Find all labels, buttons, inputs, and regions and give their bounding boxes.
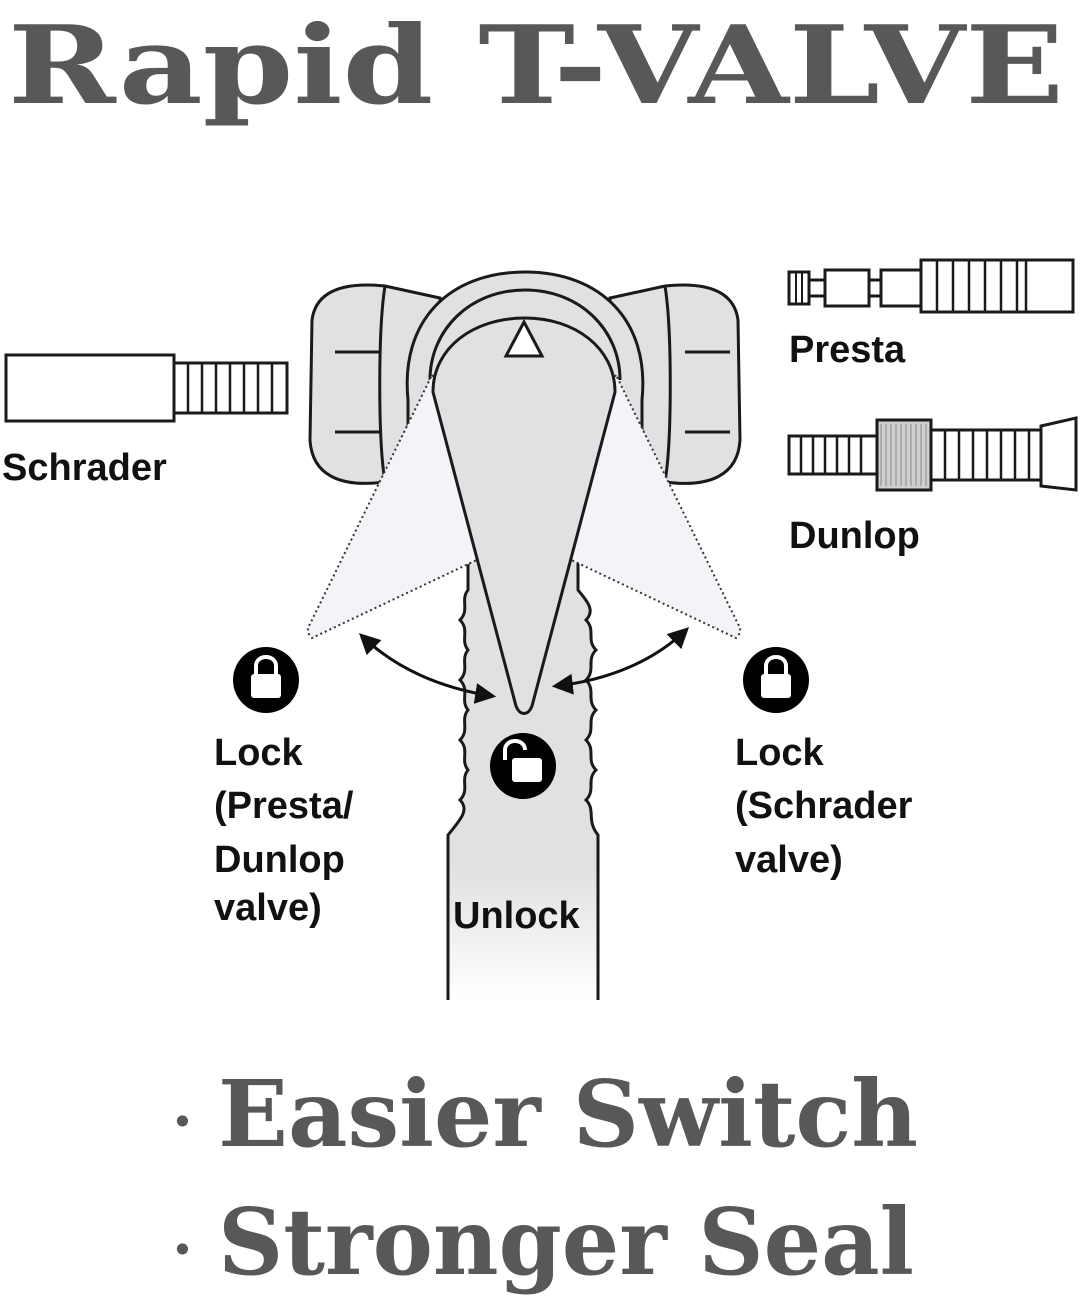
bullet-mark: ·	[172, 1087, 193, 1157]
dunlop-valve-illustration	[787, 416, 1078, 492]
lock-right-line: Lock	[735, 732, 825, 774]
presta-valve-illustration	[787, 258, 1075, 314]
lever-handle	[431, 316, 617, 715]
left-rotation-arrow	[358, 633, 497, 704]
lock-left-line: Dunlop	[214, 839, 345, 881]
bullet-mark: ·	[172, 1215, 193, 1285]
unlock-label: Unlock	[453, 895, 581, 937]
feature-list: · Easier Switch · Stronger Seal	[172, 1060, 918, 1296]
unlock-icon	[490, 733, 556, 799]
ghost-lever-left	[306, 373, 542, 640]
title: Rapid T-VALVE	[8, 3, 1064, 129]
dunlop-label: Dunlop	[789, 515, 920, 557]
ghost-lever-right	[506, 373, 742, 640]
lock-left-line: valve)	[214, 887, 322, 929]
lock-icon	[233, 647, 299, 713]
triangle-marker-icon	[503, 318, 545, 358]
lock-right-line: valve)	[735, 839, 843, 881]
lock-right-label: Lock (Schrader valve)	[735, 732, 913, 881]
feature-item: Stronger Seal	[218, 1188, 914, 1296]
lock-right-line: (Schrader	[735, 785, 913, 827]
lock-icon	[743, 647, 809, 713]
feature-item: Easier Switch	[218, 1060, 918, 1168]
lock-left-line: Lock	[214, 732, 304, 774]
lock-left-label: Lock (Presta/ Dunlop valve)	[214, 732, 354, 929]
presta-label: Presta	[789, 329, 906, 371]
schrader-label: Schrader	[2, 447, 167, 489]
right-rotation-arrow	[551, 627, 690, 695]
lock-left-line: (Presta/	[214, 785, 354, 827]
schrader-valve-illustration	[4, 353, 289, 423]
